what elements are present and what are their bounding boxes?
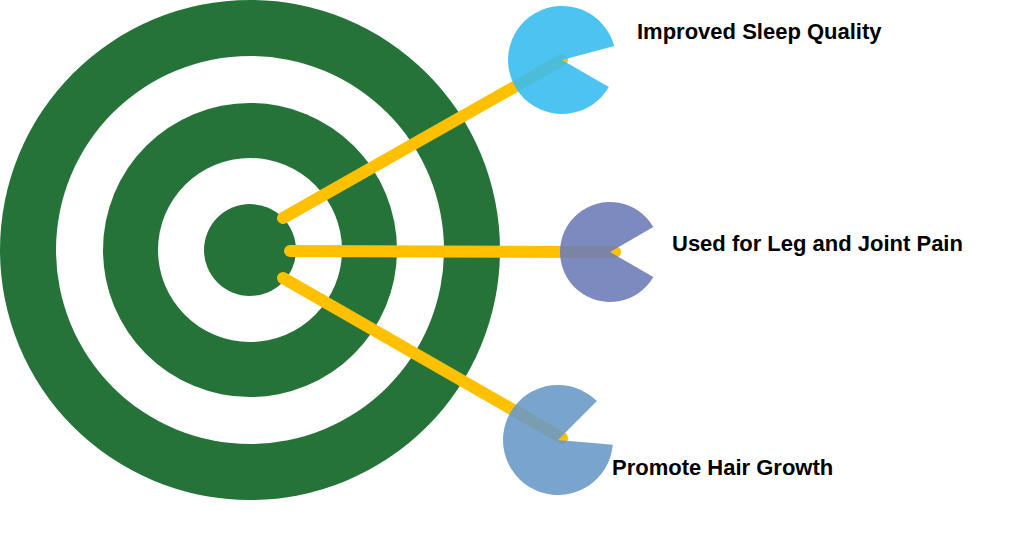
dart-label: Promote Hair Growth (612, 455, 833, 481)
dart-label: Used for Leg and Joint Pain (672, 231, 963, 257)
dart-flight (560, 202, 653, 302)
dart-flight (503, 385, 613, 495)
dart-label: Improved Sleep Quality (637, 19, 882, 45)
dart-flight (508, 6, 614, 114)
